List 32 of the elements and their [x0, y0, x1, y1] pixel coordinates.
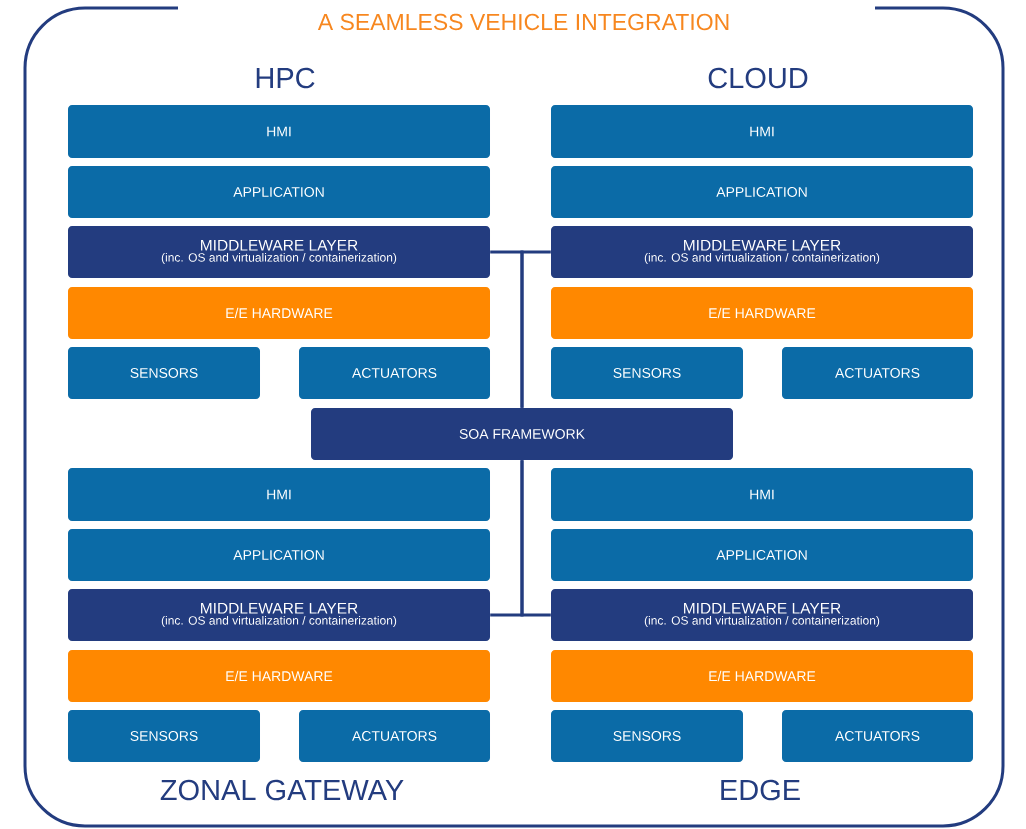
layer-box: ACTUATORS [782, 710, 973, 762]
layer-box: HMI [551, 468, 973, 521]
section-heading: HPC [256, 67, 315, 89]
section-heading: EDGE [721, 779, 800, 801]
layer-box: APPLICATION [551, 166, 973, 218]
layer-box: ACTUATORS [299, 710, 490, 762]
layer-box: ACTUATORS [782, 347, 973, 399]
layer-box: E/E HARDWARE [551, 287, 973, 339]
layer-box: APPLICATION [551, 529, 973, 581]
layer-box: HMI [68, 468, 490, 521]
connector-line [520, 250, 551, 408]
layer-box: SENSORS [68, 710, 260, 762]
layer-box: SENSORS [551, 347, 743, 399]
layer-box: SOA FRAMEWORK [311, 408, 733, 460]
connector-line [520, 460, 551, 617]
section-heading: CLOUD [708, 67, 808, 89]
layer-box: HMI [551, 105, 973, 158]
layer-box: E/E HARDWARE [68, 650, 490, 702]
layer-box: APPLICATION [68, 166, 490, 218]
layer-box: HMI [68, 105, 490, 158]
layer-box: E/E HARDWARE [68, 287, 490, 339]
layer-box: MIDDLEWARE LAYER (inc. OS and virtualization / containerization) [68, 589, 490, 641]
layer-box: SENSORS [68, 347, 260, 399]
layer-box: ACTUATORS [299, 347, 490, 399]
layer-box: APPLICATION [68, 529, 490, 581]
layer-box: SENSORS [551, 710, 743, 762]
title: A SEAMLESS VEHICLE INTEGRATION [317, 13, 729, 31]
layer-box: MIDDLEWARE LAYER (inc. OS and virtualization / containerization) [551, 226, 973, 278]
layer-box: MIDDLEWARE LAYER (inc. OS and virtualization / containerization) [551, 589, 973, 641]
layer-box: E/E HARDWARE [551, 650, 973, 702]
section-heading: ZONAL GATEWAY [160, 779, 404, 801]
layer-box: MIDDLEWARE LAYER (inc. OS and virtualization / containerization) [68, 226, 490, 278]
